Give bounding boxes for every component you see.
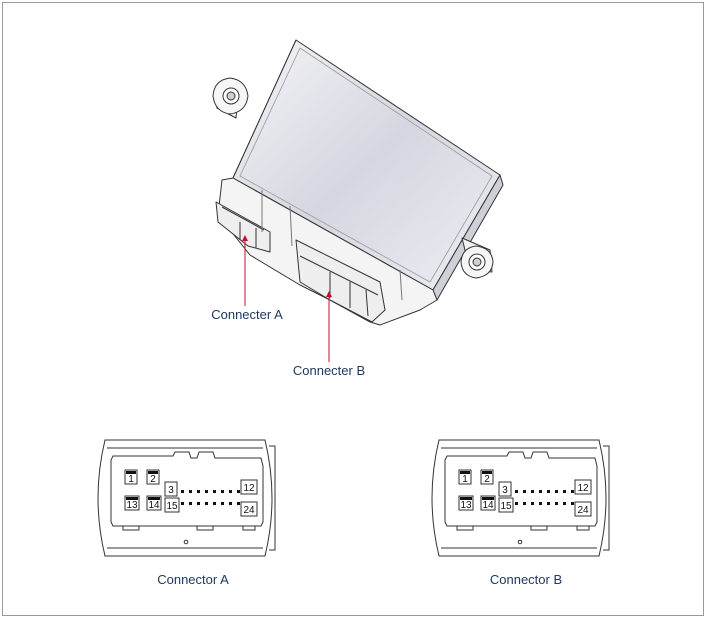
pin-label: 2 — [150, 474, 156, 485]
pin-label: 13 — [460, 500, 472, 511]
pin-label: 1 — [128, 474, 134, 485]
pin-label: 15 — [166, 501, 178, 512]
pin-label: 24 — [243, 505, 255, 516]
pin-label: 14 — [148, 500, 160, 511]
control-module-housing — [212, 39, 504, 326]
pin-label: 12 — [577, 483, 589, 494]
pin-label: 2 — [484, 474, 490, 485]
connector-b-face: 1 2 3 12 13 14 15 24 — [431, 439, 610, 557]
callout-label-a: Connecter A — [211, 307, 283, 322]
callout-connecter-a: Connecter A — [211, 235, 283, 322]
connector-b-caption: Connector B — [490, 572, 562, 587]
pin-label: 14 — [482, 500, 494, 511]
pin-label: 15 — [500, 501, 512, 512]
pin-label: 13 — [126, 500, 138, 511]
pin-label: 3 — [168, 485, 174, 496]
connector-a-caption: Connector A — [157, 572, 229, 587]
pin-label: 1 — [462, 474, 468, 485]
pin-label: 24 — [577, 505, 589, 516]
callout-label-b: Connecter B — [293, 363, 365, 378]
pin-label: 12 — [243, 483, 255, 494]
connector-a-face: 1 2 3 12 13 14 15 24 — [97, 439, 276, 557]
pin-label: 3 — [502, 485, 508, 496]
callout-connecter-b: Connecter B — [293, 291, 365, 378]
